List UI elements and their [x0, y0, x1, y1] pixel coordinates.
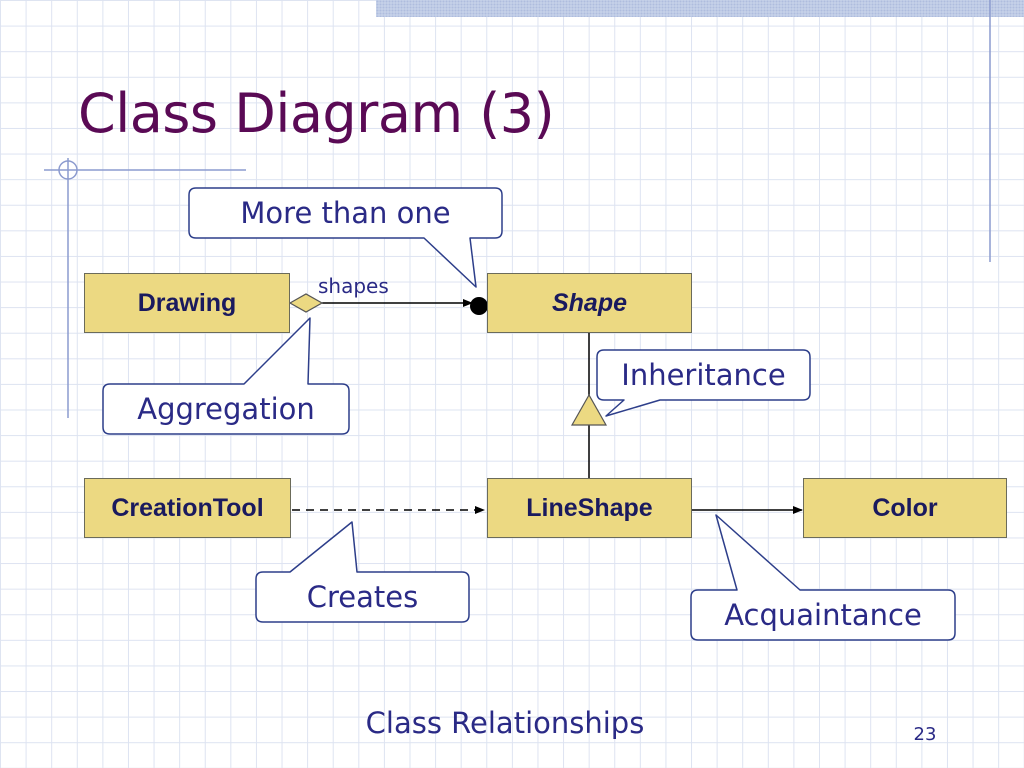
- shapes-role-label: shapes: [318, 274, 389, 298]
- callout-inheritance: [596, 349, 811, 417]
- page-number: 23: [913, 724, 937, 745]
- class-drawing: Drawing: [84, 273, 290, 333]
- aggregation-connector: [288, 293, 488, 315]
- callout-more-than-one-text: More than one: [240, 196, 451, 230]
- callout-creates-text: Creates: [306, 580, 419, 614]
- callout-acquaintance: [690, 514, 956, 641]
- inheritance-connector: [570, 333, 608, 478]
- slide-title: Class Diagram (3): [78, 82, 555, 145]
- class-line-shape: LineShape: [487, 478, 692, 538]
- callout-aggregation: [102, 317, 350, 435]
- callout-more-than-one: [188, 187, 503, 288]
- callout-acquaintance-text: Acquaintance: [724, 598, 922, 632]
- class-creation-tool: CreationTool: [84, 478, 291, 538]
- callout-creates: [255, 521, 470, 623]
- multiplicity-many-dot: [470, 297, 488, 315]
- top-decoration-band: [376, 0, 1024, 17]
- aggregation-diamond: [288, 293, 324, 313]
- class-color: Color: [803, 478, 1007, 538]
- slide-frame-decoration: [44, 0, 991, 418]
- inheritance-triangle: [570, 393, 608, 426]
- class-shape: Shape: [487, 273, 692, 333]
- callout-inheritance-text: Inheritance: [621, 358, 786, 392]
- slide-footer: Class Relationships: [365, 706, 645, 740]
- callout-aggregation-text: Aggregation: [137, 392, 315, 426]
